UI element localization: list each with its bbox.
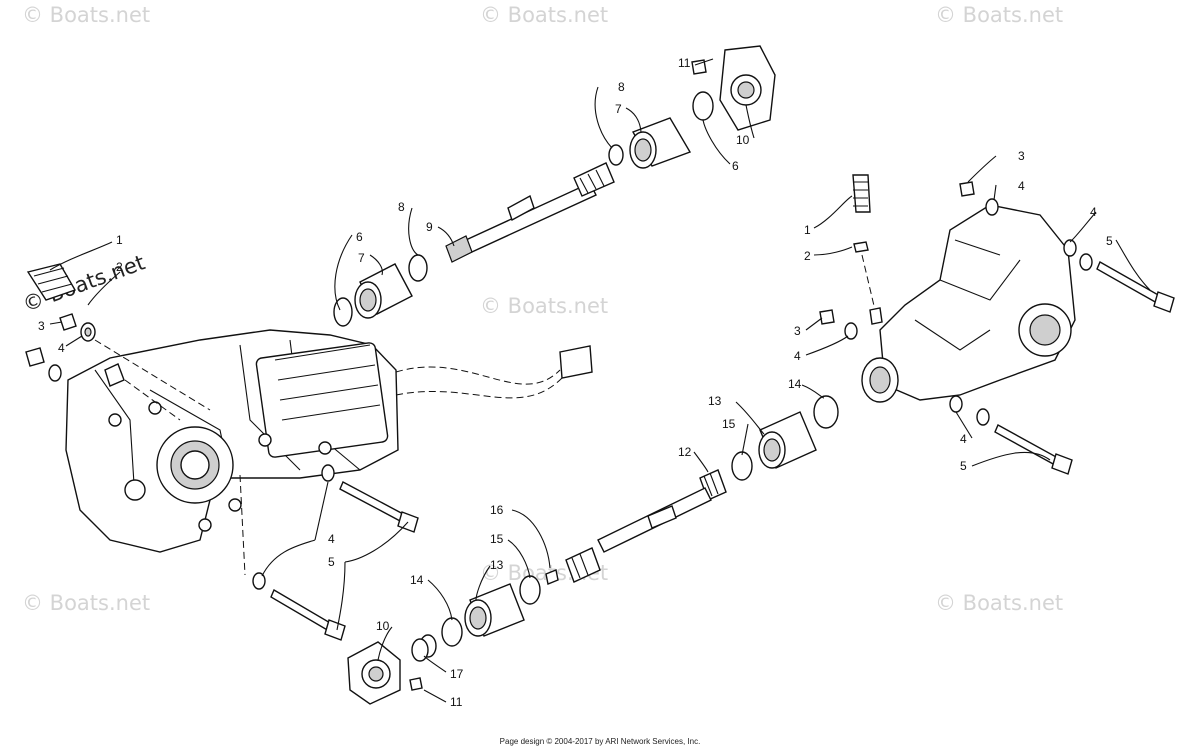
callout-2-left: 2 [116, 260, 123, 274]
callout-2-right: 2 [804, 249, 811, 263]
callout-14-left: 14 [410, 573, 424, 587]
front-driveshaft [333, 45, 776, 327]
callout-3-left: 3 [38, 319, 45, 333]
callout-15-left: 15 [490, 532, 504, 546]
callout-5-right-bolt: 5 [960, 459, 967, 473]
watermark-top-center: © Boats.net [480, 3, 608, 27]
callout-3-right-top: 3 [1018, 149, 1025, 163]
watermark-top-right: © Boats.net [935, 3, 1063, 27]
callout-8-front: 8 [398, 200, 405, 214]
callout-17: 17 [450, 667, 464, 681]
rear-driveshaft [347, 395, 839, 705]
rear-gearcase [819, 174, 1175, 475]
callout-1-left: 1 [116, 233, 123, 247]
callout-4-right: 4 [794, 349, 801, 363]
callout-12: 12 [678, 445, 692, 459]
callout-4-left-bolt: 4 [328, 532, 335, 546]
callout-7-front: 7 [358, 251, 365, 265]
callout-5-right-side: 5 [1106, 234, 1113, 248]
callout-13-right: 13 [708, 394, 722, 408]
callout-4-right-side: 4 [1090, 205, 1097, 219]
callout-4-right-bolt: 4 [960, 432, 967, 446]
callout-11-bottom: 11 [450, 695, 463, 709]
callout-4-right-top: 4 [1018, 179, 1025, 193]
callout-10-top: 10 [736, 133, 750, 147]
callout-13-left: 13 [490, 558, 504, 572]
callout-10-bottom: 10 [376, 619, 390, 633]
callout-1-right: 1 [804, 223, 811, 237]
callout-6-top: 6 [732, 159, 739, 173]
callout-9-front: 9 [426, 220, 433, 234]
callout-7-top: 7 [615, 102, 622, 116]
left-bolts [239, 464, 419, 641]
callout-6-front: 6 [356, 230, 363, 244]
callout-4-left: 4 [58, 341, 65, 355]
callout-16: 16 [490, 503, 504, 517]
watermark-bottom-left: © Boats.net [22, 591, 150, 615]
callout-14-right: 14 [788, 377, 802, 391]
watermark-top-left: © Boats.net [22, 3, 150, 27]
watermark-bottom-right: © Boats.net [935, 591, 1063, 615]
watermark-mid-center: © Boats.net [480, 294, 608, 318]
leader-lines [49, 58, 1151, 703]
callout-5-left-bolt: 5 [328, 555, 335, 569]
front-gearcase [65, 329, 593, 553]
callouts: 1 2 3 4 4 5 6 7 8 9 8 7 11 6 10 1 2 3 4 … [38, 56, 1113, 709]
callout-8-top: 8 [618, 80, 625, 94]
callout-15-right: 15 [722, 417, 736, 431]
callout-3-right: 3 [794, 324, 801, 338]
callout-11-top: 11 [678, 56, 691, 70]
left-hardware [25, 263, 211, 421]
copyright-footer: Page design © 2004-2017 by ARI Network S… [499, 737, 701, 746]
